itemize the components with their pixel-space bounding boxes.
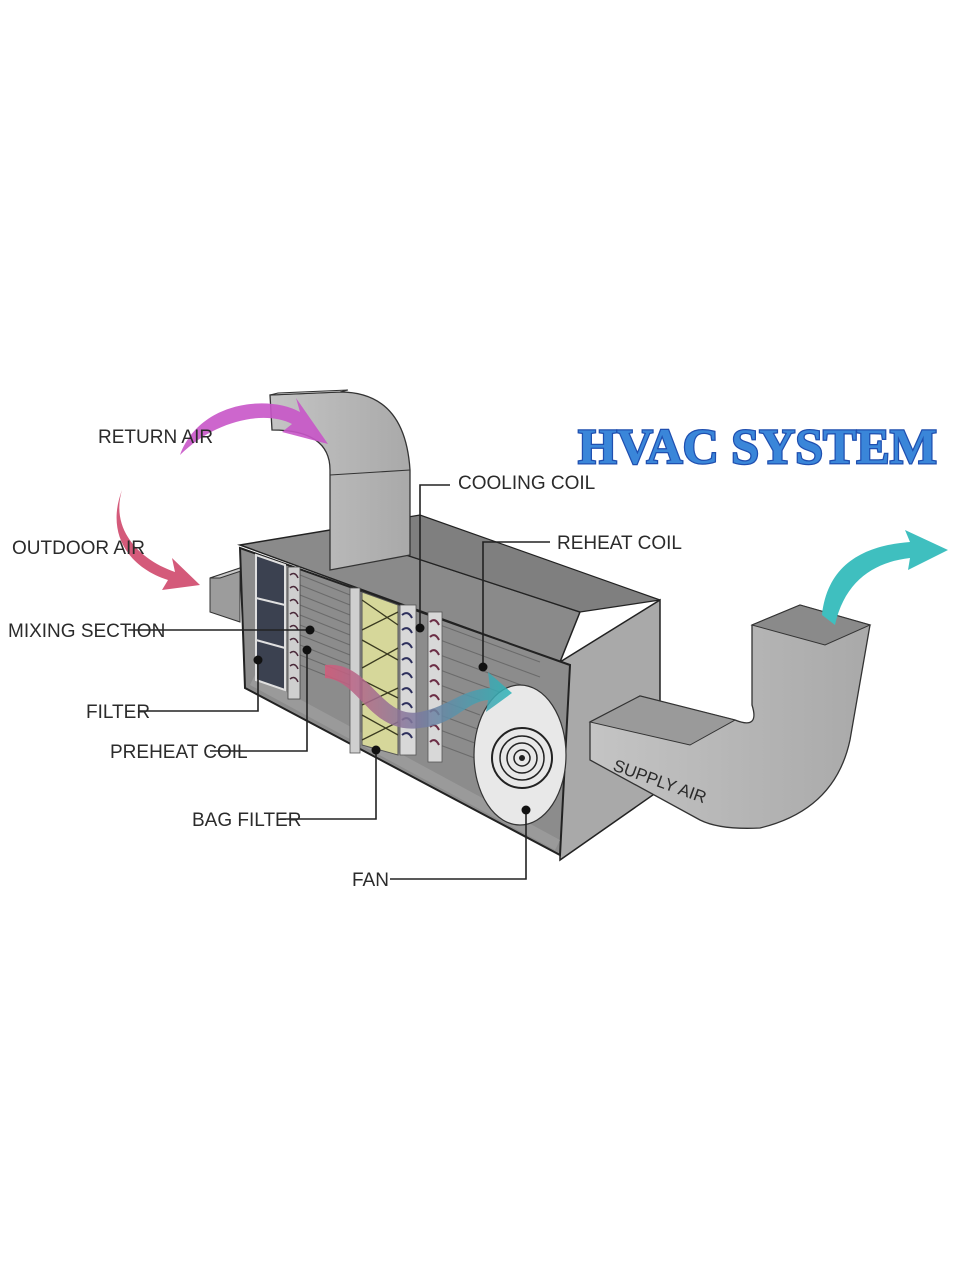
outdoor-air-arrow bbox=[116, 490, 200, 590]
outdoor-air-label: OUTDOOR AIR bbox=[12, 538, 145, 559]
leader-lines bbox=[128, 484, 550, 880]
mixing-section-label: MIXING SECTION bbox=[8, 621, 165, 642]
return-air-label: RETURN AIR bbox=[98, 427, 213, 448]
supply-air-arrow bbox=[822, 530, 948, 625]
leader-fan bbox=[390, 812, 527, 880]
dot-filter bbox=[253, 655, 263, 665]
reheat-coil bbox=[427, 611, 443, 763]
cooling-coil bbox=[399, 604, 417, 756]
preheat-coil bbox=[287, 566, 301, 700]
leader-cooling-coil bbox=[419, 484, 450, 630]
fan bbox=[473, 684, 567, 826]
return-air-arrow bbox=[180, 398, 328, 455]
cooling-coil-label: COOLING COIL bbox=[458, 473, 595, 494]
dot-bag-filter bbox=[371, 745, 381, 755]
internal-airflow-arrow bbox=[325, 664, 512, 729]
air-handling-unit-housing bbox=[237, 514, 661, 862]
leader-reheat-coil bbox=[482, 541, 550, 668]
bag-filter bbox=[349, 587, 399, 756]
reheat-coil-label: REHEAT COIL bbox=[557, 533, 682, 554]
supply-air-duct: SUPPLY AIR bbox=[588, 604, 872, 829]
diagram-title: HVAC SYSTEM bbox=[578, 418, 937, 474]
leader-preheat-coil bbox=[210, 652, 308, 752]
preheat-coil-label: PREHEAT COIL bbox=[110, 742, 248, 763]
filter-panel bbox=[255, 553, 286, 692]
filter-label: FILTER bbox=[86, 702, 150, 723]
dot-preheat-coil bbox=[302, 645, 312, 655]
leader-bag-filter bbox=[280, 752, 377, 820]
leader-filter bbox=[138, 662, 259, 712]
dot-reheat-coil bbox=[478, 662, 488, 672]
dot-cooling-coil bbox=[415, 623, 425, 633]
dot-mixing-section bbox=[305, 625, 315, 635]
bag-filter-label: BAG FILTER bbox=[192, 810, 301, 831]
dot-fan bbox=[521, 805, 531, 815]
fan-label: FAN bbox=[352, 870, 389, 891]
